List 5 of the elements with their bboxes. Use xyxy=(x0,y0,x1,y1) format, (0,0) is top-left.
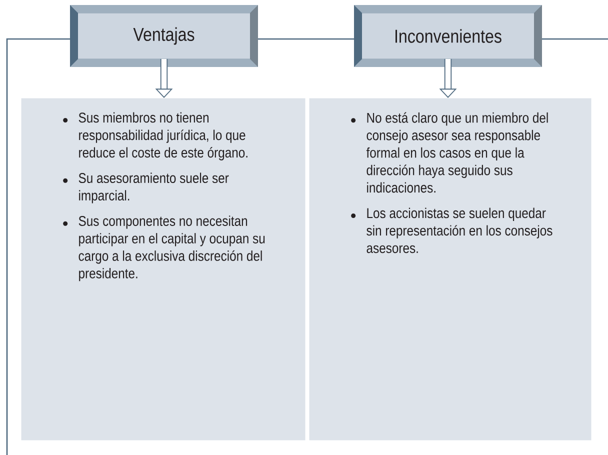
bullet-panel: Sus miembros no tienen responsabilidad jurídica, lo que reduce el coste de este órgano. Su asesoramiento suele ser imparcial. Sus componentes no necesitan participar en el capital y ocupan su cargo a la exclusiva discreción del presidente. xyxy=(21,98,306,440)
header-box: Ventajas xyxy=(70,5,258,67)
bullet-panel: No está claro que un miembro del consejo asesor sea responsable formal en los casos en que la dirección haya seguido sus indicaciones. Los accionistas se suelen quedar sin representación en los consejos asesores. xyxy=(309,98,592,440)
connector-line xyxy=(258,38,354,40)
header-box: Inconvenientes xyxy=(354,5,542,67)
